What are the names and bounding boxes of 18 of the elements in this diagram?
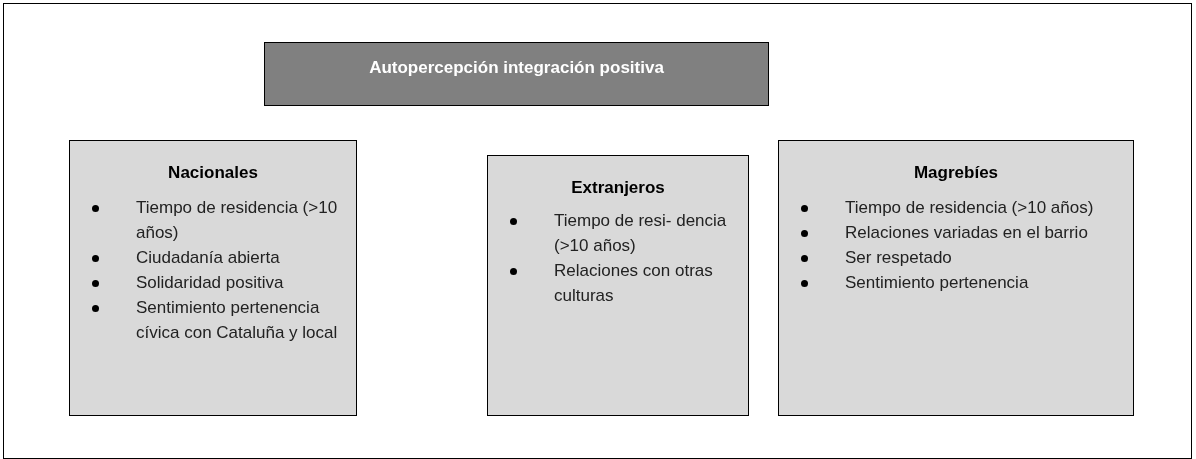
- list-item: Relaciones con otras culturas: [554, 261, 713, 305]
- list-item: Ciudadanía abierta: [136, 248, 280, 267]
- list-item: Relaciones variadas en el barrio: [845, 223, 1088, 242]
- list-item: Solidaridad positiva: [136, 273, 284, 292]
- heading: Magrebíes: [912, 163, 1000, 183]
- title-box: [264, 42, 769, 106]
- category-box: [69, 140, 357, 416]
- list-item: Tiempo de residencia (>10 años): [845, 198, 1094, 217]
- heading: Nacionales: [167, 163, 259, 183]
- list-item: Ser respetado: [845, 248, 952, 267]
- category-box: [487, 155, 749, 416]
- list-item: Tiempo de residencia (>10 años): [136, 198, 338, 242]
- list-item: Sentimiento pertenencia cívica con Cataluña y local: [136, 298, 338, 342]
- list-item: Tiempo de resi- dencia (>10 años): [554, 211, 727, 255]
- list-item: Sentimiento pertenencia: [845, 273, 1029, 292]
- title-text: Autopercepción integración positiva: [369, 58, 664, 78]
- heading: Extranjeros: [570, 178, 666, 198]
- category-box: [778, 140, 1134, 416]
